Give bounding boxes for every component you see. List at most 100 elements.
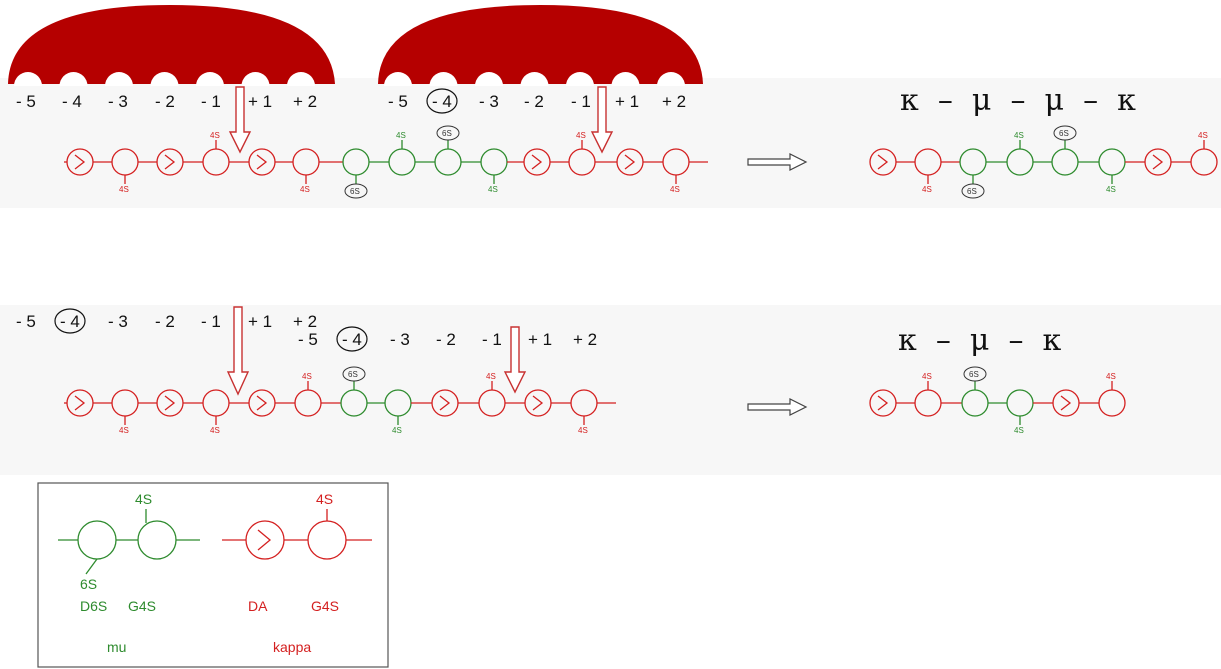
pos-highlight-ring [336,326,368,352]
sulfate-6s-ring [344,183,368,199]
sulfate-label: 4S [488,185,498,194]
pos-label: - 2 [155,312,175,331]
enzyme-subsite [150,72,179,86]
enzyme-subsite [657,72,685,86]
anhydro-bridge [256,154,268,170]
pos-label: - 5 [298,330,318,349]
pos-label: + 2 [293,312,317,331]
enzyme-right-subsites [384,72,685,86]
pos-label: - 3 [108,312,128,331]
pos-label: - 2 [436,330,456,349]
sulfate-label: 4S [1106,372,1116,381]
pos-label: - 1 [571,92,591,111]
bottom-positions-right: - 5 - 4 - 3 - 2 - 1 + 1 + 2 [298,326,597,352]
top-positions-left: - 5 - 4 - 3 - 2 - 1 + 1 + 2 [16,92,317,111]
enzyme-subsite [611,72,640,86]
sulfate-label: 4S [396,131,406,140]
sulfate-label: 4S [922,185,932,194]
sulfate-label: 6S [350,187,360,196]
legend-mu-unit1: D6S [80,598,107,614]
anhydro-bridge [1152,154,1164,170]
anhydro-bridge [164,154,176,170]
pos-label: - 1 [482,330,502,349]
anhydro-bridge [531,154,543,170]
anhydro-bridge [74,395,86,411]
pos-label: - 4 [60,312,80,331]
pos-highlight-ring [54,308,86,334]
sulfate-label: 4S [1198,131,1208,140]
sulfate-6s-ring [961,183,985,199]
pos-label: + 2 [573,330,597,349]
sulfate-bond [85,558,98,575]
legend-mu-6s: 6S [80,576,97,592]
sulfate-6s-ring [963,366,987,382]
reaction-arrow [747,398,808,416]
legend-kappa-unit1: DA [248,598,268,614]
reaction-arrow [747,153,808,171]
enzyme-subsite [384,72,412,86]
sulfate-label: 4S [392,426,402,435]
anhydro-bridge [164,395,176,411]
sulfate-label: 4S [578,426,588,435]
legend-kappa-chain [222,509,372,560]
legend-box [37,482,389,668]
anhydro-bridge [439,395,451,411]
sulfate-6s-ring [436,125,460,141]
sulfate-label: 6S [967,187,977,196]
pos-label: - 3 [479,92,499,111]
pos-label: - 2 [155,92,175,111]
enzyme-subsite [429,72,458,86]
legend-mu-unit2: G4S [128,598,156,614]
sulfate-label: 4S [210,426,220,435]
anhydro-bridge [1060,395,1072,411]
enzyme-subsite [14,72,42,86]
enzyme-right [378,5,703,84]
enzyme-subsite [196,72,224,86]
pos-highlight-ring [426,88,458,114]
pos-label: + 1 [528,330,552,349]
legend: 4S 6S D6S G4S mu 4S DA G4S kappa [37,482,389,668]
pos-label: - 4 [62,92,82,111]
pos-label: + 1 [615,92,639,111]
pos-label: + 2 [662,92,686,111]
pos-label: - 3 [390,330,410,349]
sulfate-label: 6S [442,129,452,138]
anhydro-bridge [877,154,889,170]
sulfate-label: 4S [486,372,496,381]
legend-mu-4s: 4S [135,491,152,507]
sulfate-label: 6S [969,370,979,379]
sulfate-label: 4S [922,372,932,381]
cleavage-arrow [503,326,527,394]
sulfate-label: 4S [670,185,680,194]
enzyme-subsite [287,72,315,86]
anhydro-bridge [877,395,889,411]
pos-label: - 4 [342,330,362,349]
pos-label: - 1 [201,92,221,111]
enzyme-subsite [59,72,88,86]
cleavage-arrow [226,306,250,396]
legend-mu-name: mu [107,639,126,655]
product-label-top: κ – μ – μ – κ [900,83,1136,118]
pos-label: - 5 [16,92,36,111]
cleavage-arrow [228,86,252,154]
sulfate-label: 4S [300,185,310,194]
pos-label: - 1 [201,312,221,331]
legend-kappa-unit2: G4S [311,598,339,614]
sulfate-label: 4S [210,131,220,140]
enzyme-left [8,5,335,84]
pos-label: - 4 [432,92,452,111]
enzyme-subsite [566,72,594,86]
sulfate-label: 6S [1059,129,1069,138]
legend-kappa-4s: 4S [316,491,333,507]
sulfate-label: 4S [302,372,312,381]
sulfate-6s-ring [1053,125,1077,141]
anhydro-bridge [74,154,86,170]
sulfate-label: 4S [1014,131,1024,140]
anhydro-bridge [257,529,272,551]
sulfate-label: 4S [576,131,586,140]
top-band [0,78,1221,208]
